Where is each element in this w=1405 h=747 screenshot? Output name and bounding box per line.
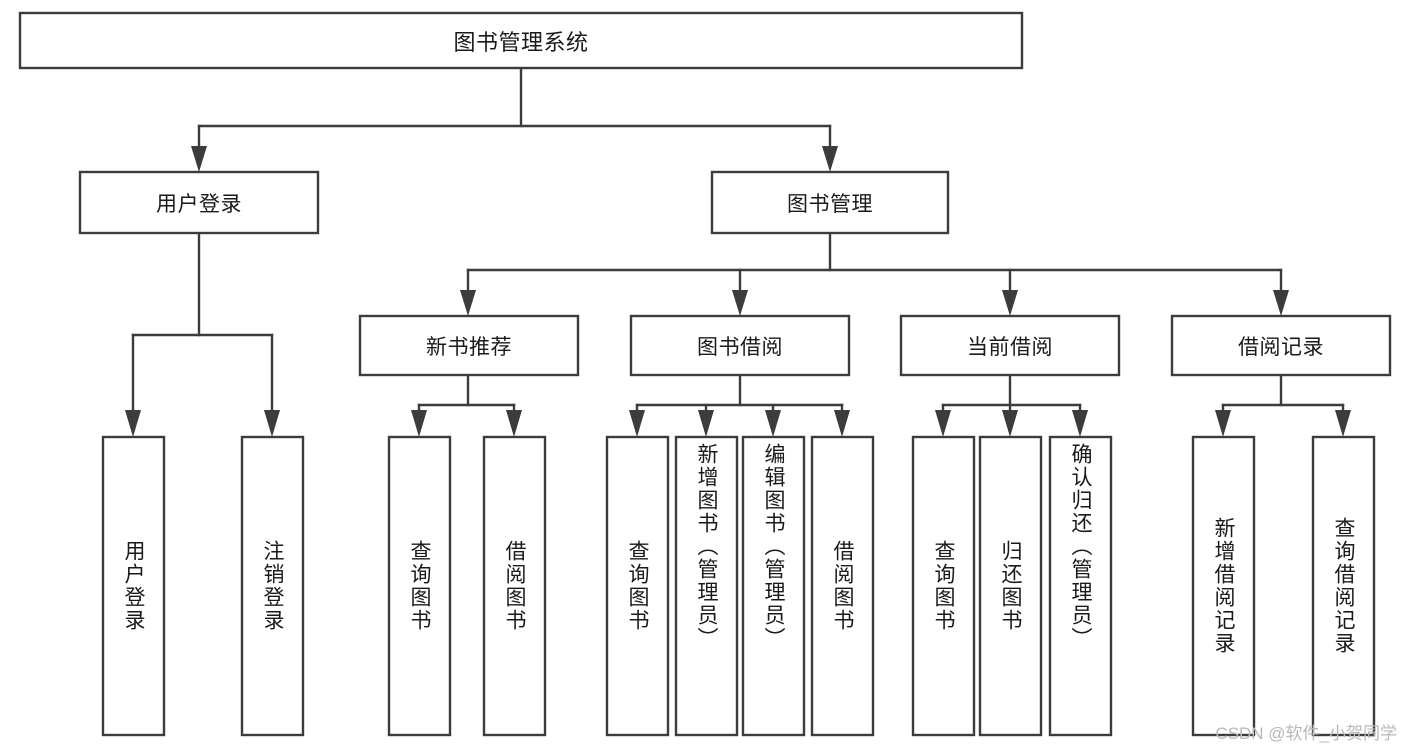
connector-bookmgmt-to-level3: [460, 231, 1289, 316]
connector-userlogin-to-leaves: [125, 231, 280, 437]
node-level2-0-box[interactable]: [78, 170, 320, 235]
node-level3-0-box[interactable]: [358, 314, 580, 377]
node-leaf-12-box[interactable]: [1311, 435, 1376, 737]
connector-borrowrecord-to-leaves: [1215, 373, 1351, 437]
node-leaf-0-box[interactable]: [101, 435, 166, 737]
node-root-box[interactable]: [18, 11, 1024, 70]
connector-root-to-level2: [191, 66, 838, 172]
connector-borrowbook-to-leaves: [629, 373, 850, 437]
node-leaf-4-box[interactable]: [605, 435, 670, 737]
node-level2-1-box[interactable]: [710, 170, 950, 235]
node-level3-2-box[interactable]: [899, 314, 1121, 377]
connector-newbook-to-leaves: [411, 373, 522, 437]
node-leaf-3-box[interactable]: [482, 435, 547, 737]
node-leaf-9-box[interactable]: [978, 435, 1043, 737]
node-leaf-7-box[interactable]: [810, 435, 875, 737]
node-leaf-8-box[interactable]: [911, 435, 976, 737]
node-leaf-10-box[interactable]: [1048, 435, 1113, 737]
node-level3-1-box[interactable]: [629, 314, 851, 377]
node-leaf-6-box[interactable]: [741, 435, 806, 737]
node-leaf-1-box[interactable]: [240, 435, 305, 737]
connector-currentborrow-to-leaves: [935, 373, 1088, 437]
node-leaf-11-box[interactable]: [1191, 435, 1256, 737]
node-leaf-5-box[interactable]: [674, 435, 739, 737]
node-level3-3-box[interactable]: [1170, 314, 1392, 377]
node-leaf-2-box[interactable]: [387, 435, 452, 737]
